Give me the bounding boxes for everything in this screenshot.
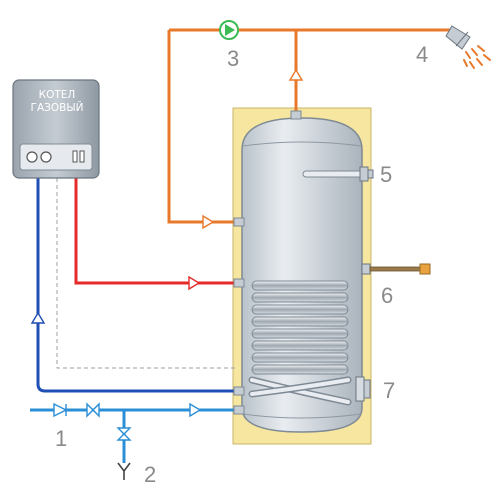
flow-arrows xyxy=(30,68,304,418)
drain-valve xyxy=(116,427,132,441)
callout-4: 4 xyxy=(416,42,428,67)
tank-connections xyxy=(233,110,302,415)
callout-3: 3 xyxy=(227,46,239,71)
thermometer-icon xyxy=(302,166,374,182)
return-flow-arrow-up xyxy=(30,311,46,324)
boiler-knob-left xyxy=(26,151,38,163)
callout-5: 5 xyxy=(380,162,392,187)
shutoff-valve xyxy=(86,402,100,418)
tank-bottom-seam xyxy=(242,413,362,419)
check-valve xyxy=(53,402,68,418)
callout-6: 6 xyxy=(381,283,393,308)
boiler-label-line2: ГАЗОВЫЙ xyxy=(31,101,84,114)
boiler-knob-right xyxy=(40,151,52,163)
boiler-label-line1: КОТЕЛ xyxy=(39,89,76,101)
hot-water-flow-arrow-up xyxy=(288,68,304,81)
heating-supply-pipe xyxy=(74,178,242,285)
water-spray xyxy=(463,45,491,69)
tank-top-seam xyxy=(242,141,362,147)
shower-head-icon xyxy=(435,25,491,69)
boiler-display-right xyxy=(79,150,85,163)
sensor-wire xyxy=(56,178,238,369)
hot-water-flow-arrow-right xyxy=(202,214,215,230)
callout-1: 1 xyxy=(55,426,67,451)
heating-element-icon xyxy=(361,263,431,275)
heating-coil xyxy=(248,280,352,406)
boiler-display-left xyxy=(72,150,78,163)
anode-fitting-icon xyxy=(355,376,371,402)
heating-return-pipe xyxy=(36,178,242,393)
gas-boiler: КОТЕЛ ГАЗОВЫЙ xyxy=(12,79,100,179)
callout-7: 7 xyxy=(383,378,395,403)
supply-flow-arrow xyxy=(188,275,201,291)
cold-flow-arrow xyxy=(189,402,202,418)
drain-icon xyxy=(117,462,131,480)
circulation-pump-icon xyxy=(219,20,239,40)
inlet-valves xyxy=(53,402,132,441)
callout-2: 2 xyxy=(144,462,156,487)
